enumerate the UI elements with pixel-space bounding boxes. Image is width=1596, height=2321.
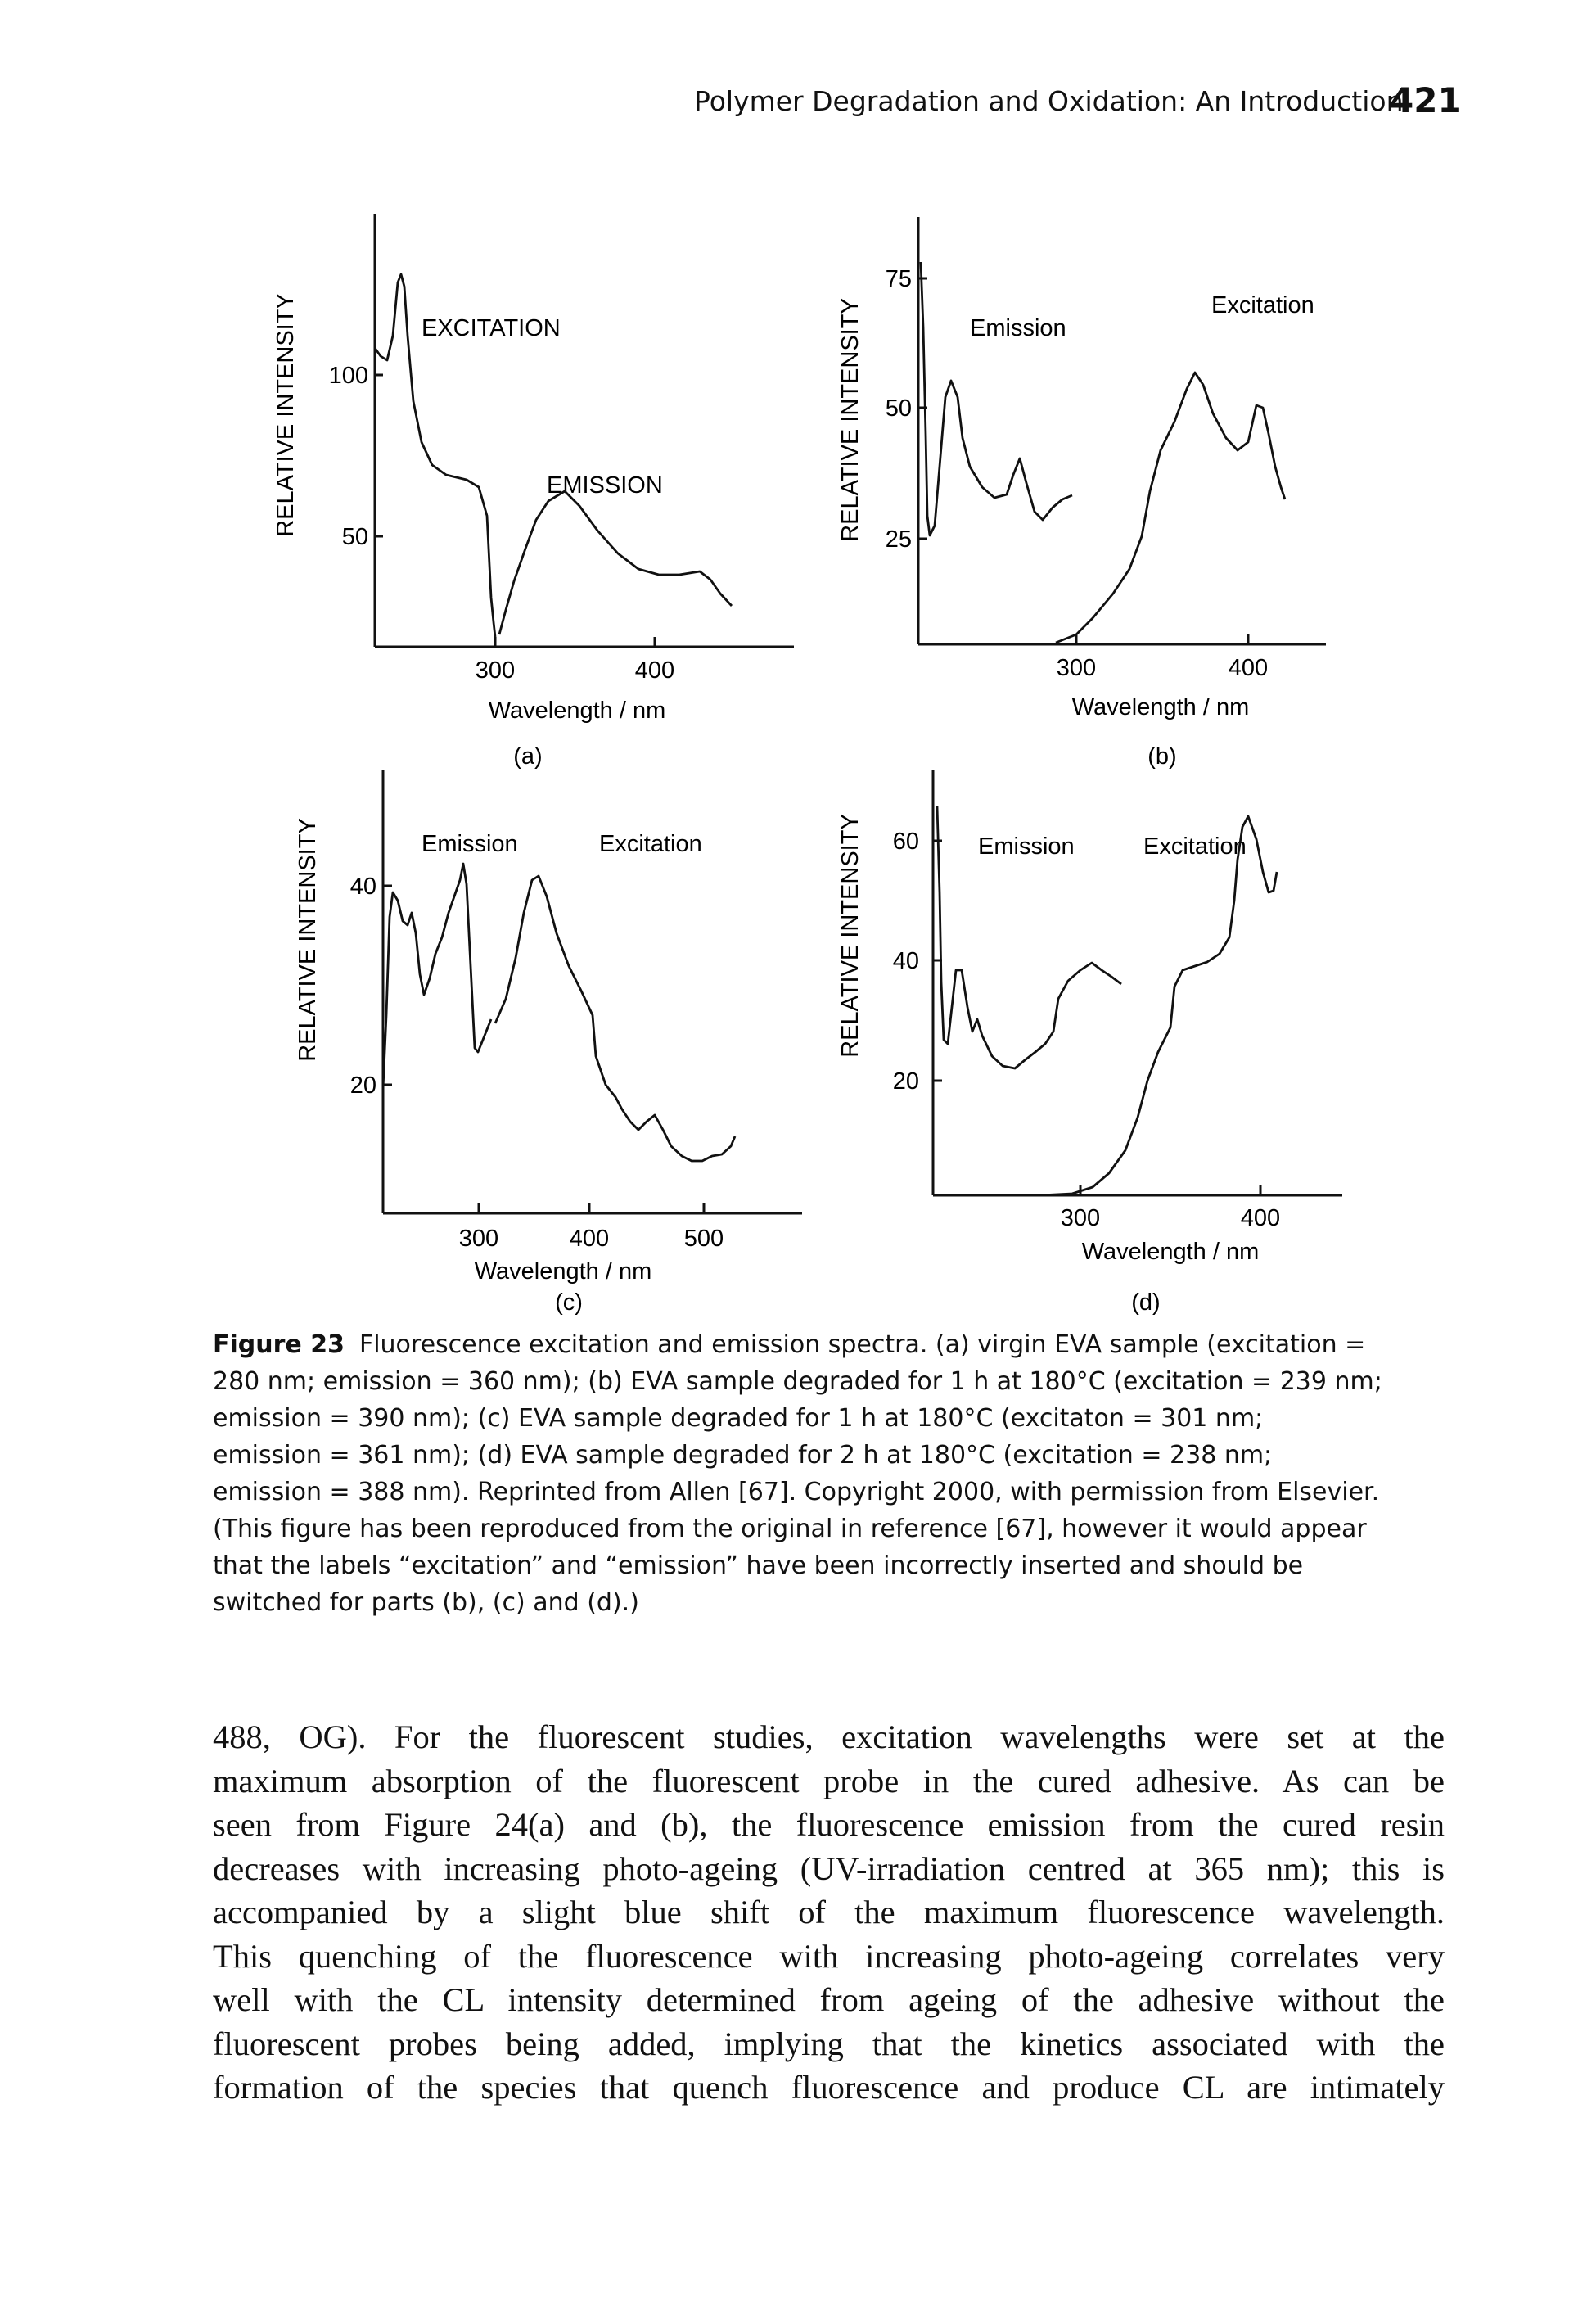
running-title: Polymer Degradation and Oxidation: An In…	[694, 85, 1404, 117]
excitation-curve	[373, 273, 497, 638]
x-axis-label: Wavelength / nm	[1072, 694, 1250, 720]
x-tick-label: 300	[476, 657, 515, 684]
x-tick-label: 400	[635, 657, 674, 684]
caption-line: Figure 23 Fluorescence excitation and emi…	[213, 1326, 1424, 1363]
curve-label: Emission	[978, 833, 1075, 860]
spectrum-plot-c: RELATIVE INTENSITY 40 20 300 400 500 Wav…	[295, 770, 802, 1316]
x-axis-label: Wavelength / nm	[489, 698, 666, 724]
y-axis-label: RELATIVE INTENSITY	[295, 818, 321, 1062]
figure-panel-b: RELATIVE INTENSITY 75 50 25 300 400 Wave…	[810, 205, 1383, 778]
body-line: formation of the species that quench flu…	[213, 2069, 1445, 2106]
caption-line: 280 nm; emission = 360 nm); (b) EVA samp…	[213, 1367, 1382, 1396]
x-tick-label: 300	[1057, 655, 1096, 681]
y-tick-label: 40	[350, 874, 376, 900]
y-tick-label: 40	[893, 948, 919, 974]
spectrum-plot-b: RELATIVE INTENSITY 75 50 25 300 400 Wave…	[837, 217, 1326, 770]
body-line: well with the CL intensity determined fr…	[213, 1981, 1445, 2018]
body-line: accompanied by a slight blue shift of th…	[213, 1894, 1445, 1930]
x-axis-label: Wavelength / nm	[475, 1258, 652, 1285]
x-tick-label: 500	[684, 1226, 724, 1252]
caption-line: (This figure has been reproduced from th…	[213, 1515, 1367, 1543]
body-line: seen from Figure 24(a) and (b), the fluo…	[213, 1806, 1445, 1843]
curve-label: Excitation	[599, 831, 702, 857]
x-axis-label: Wavelength / nm	[1082, 1239, 1260, 1265]
body-line: 488, OG). For the fluorescent studies, e…	[213, 1718, 1445, 1755]
emission-curve	[919, 261, 1073, 537]
panel-sub-label: (c)	[555, 1289, 583, 1316]
y-tick-label: 75	[886, 266, 912, 292]
spectrum-plot-d: RELATIVE INTENSITY 60 40 20 300 400 Wave…	[837, 770, 1342, 1316]
y-tick-label: 50	[342, 524, 368, 550]
excitation-curve	[1039, 815, 1278, 1197]
curve-label: Excitation	[1143, 833, 1247, 860]
figure-panel-d: RELATIVE INTENSITY 60 40 20 300 400 Wave…	[810, 770, 1383, 1326]
x-tick-label: 400	[1229, 655, 1268, 681]
excitation-curve	[1055, 371, 1287, 644]
y-tick-label: 60	[893, 829, 919, 855]
y-axis-label: RELATIVE INTENSITY	[273, 293, 299, 537]
emission-curve	[498, 490, 733, 635]
caption-line: switched for parts (b), (c) and (d).)	[213, 1588, 639, 1617]
y-axis-label: RELATIVE INTENSITY	[837, 298, 863, 542]
curve-label: EMISSION	[547, 472, 663, 499]
panel-sub-label: (a)	[513, 743, 542, 770]
curve-label: Excitation	[1211, 292, 1314, 318]
page-number: 421	[1390, 80, 1462, 120]
spectrum-plot-a: RELATIVE INTENSITY 100 50 300 400 Wavele…	[273, 214, 794, 770]
body-line: fluorescent probes being added, implying…	[213, 2025, 1445, 2062]
y-tick-label: 25	[886, 526, 912, 553]
x-tick-label: 400	[570, 1226, 609, 1252]
emission-curve	[936, 806, 1122, 1070]
y-tick-label: 20	[350, 1072, 376, 1099]
y-tick-label: 50	[886, 395, 912, 422]
x-tick-label: 300	[459, 1226, 498, 1252]
curve-label: EXCITATION	[422, 315, 561, 341]
figure-caption: Figure 23 Fluorescence excitation and emi…	[213, 1326, 1424, 1621]
x-tick-label: 400	[1241, 1205, 1280, 1231]
y-tick-label: 100	[329, 363, 368, 389]
page-header: Polymer Degradation and Oxidation: An In…	[0, 80, 1596, 129]
figure-label: Figure 23	[213, 1330, 345, 1359]
figure-panel-c: RELATIVE INTENSITY 40 20 300 400 500 Wav…	[246, 770, 818, 1326]
caption-text: Fluorescence excitation and emission spe…	[358, 1330, 1366, 1359]
caption-line: emission = 361 nm); (d) EVA sample degra…	[213, 1441, 1273, 1470]
caption-line: emission = 390 nm); (c) EVA sample degra…	[213, 1404, 1264, 1433]
panel-sub-label: (b)	[1147, 743, 1176, 770]
x-tick-label: 300	[1061, 1205, 1100, 1231]
body-line: decreases with increasing photo-ageing (…	[213, 1849, 1445, 1887]
figure-panel-a: RELATIVE INTENSITY 100 50 300 400 Wavele…	[246, 205, 818, 778]
emission-curve	[381, 862, 493, 1090]
curve-label: Emission	[422, 831, 518, 857]
y-axis-label: RELATIVE INTENSITY	[837, 814, 863, 1058]
body-line: maximum absorption of the fluorescent pr…	[213, 1762, 1445, 1799]
caption-line: emission = 388 nm). Reprinted from Allen…	[213, 1478, 1380, 1506]
body-paragraph: 488, OG). For the fluorescent studies, e…	[213, 1715, 1445, 2110]
body-line: This quenching of the fluorescence with …	[213, 1937, 1445, 1975]
excitation-curve	[494, 874, 737, 1163]
caption-line: that the labels “excitation” and “emissi…	[213, 1551, 1304, 1580]
y-tick-label: 20	[893, 1068, 919, 1095]
panel-sub-label: (d)	[1131, 1289, 1160, 1316]
curve-label: Emission	[970, 315, 1066, 341]
